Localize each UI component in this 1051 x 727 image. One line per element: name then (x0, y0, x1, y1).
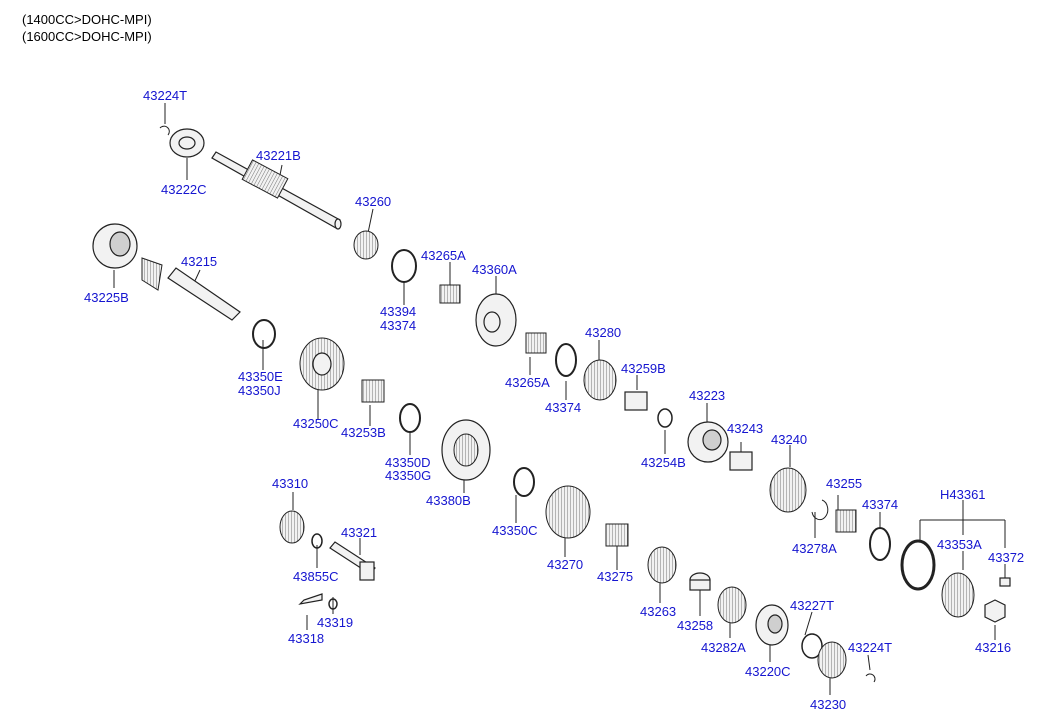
part-label-43282a[interactable]: 43282A (701, 640, 746, 655)
sleeve-43243 (729, 451, 753, 471)
part-label-43350d[interactable]: 43350D (385, 455, 431, 470)
sleeve-43258 (689, 572, 711, 591)
part-label-43374-3[interactable]: 43374 (862, 497, 899, 512)
gear-43250c (299, 337, 345, 391)
key-43372 (999, 577, 1011, 587)
needle-43265a-lower (525, 332, 547, 354)
washer-43319 (328, 598, 338, 610)
part-label-43353a[interactable]: 43353A (937, 537, 982, 552)
needle-43265a-upper (439, 284, 461, 304)
part-label-43350e[interactable]: 43350E (238, 369, 283, 384)
sync-43360a (475, 293, 517, 347)
ring-43374-a (555, 343, 577, 377)
sync-43380b (441, 419, 491, 481)
part-label-43260[interactable]: 43260 (355, 194, 392, 209)
shim-43227t (801, 633, 823, 659)
part-label-43243[interactable]: 43243 (727, 421, 764, 436)
gear-43282a (717, 586, 747, 624)
part-label-43250c[interactable]: 43250C (293, 416, 339, 431)
part-label-43263[interactable]: 43263 (640, 604, 677, 619)
bolt-43318 (298, 593, 323, 605)
part-label-43374-2[interactable]: 43374 (545, 400, 582, 415)
bearing-43220c (755, 604, 789, 646)
part-label-43318[interactable]: 43318 (288, 631, 325, 646)
part-label-43222c[interactable]: 43222C (161, 182, 207, 197)
part-label-43254b[interactable]: 43254B (641, 455, 686, 470)
part-label-43224t[interactable]: 43224T (143, 88, 188, 103)
part-label-43253b[interactable]: 43253B (341, 425, 386, 440)
gear-43310 (279, 510, 305, 544)
clip-43224t (159, 125, 170, 136)
part-label-43275[interactable]: 43275 (597, 569, 634, 584)
part-label-43223[interactable]: 43223 (689, 388, 726, 403)
clip-43224t-lower (865, 673, 876, 683)
part-label-43350g[interactable]: 43350G (385, 468, 432, 483)
circlip-43278a (811, 499, 829, 521)
part-label-43278a[interactable]: 43278A (792, 541, 837, 556)
gear-43260 (353, 230, 379, 260)
part-label-43215[interactable]: 43215 (181, 254, 218, 269)
gear-43230 (817, 641, 847, 679)
part-label-43225b[interactable]: 43225B (84, 290, 129, 305)
input-shaft (211, 151, 342, 230)
part-label-43350c[interactable]: 43350C (492, 523, 538, 538)
part-label-43259b[interactable]: 43259B (621, 361, 666, 376)
leader-lines (113, 103, 1006, 695)
bearing-43225b (92, 223, 138, 269)
ring-43374-b (869, 527, 891, 561)
part-label-43224t-2[interactable]: 43224T (848, 640, 893, 655)
part-label-43350j[interactable]: 43350J (238, 383, 281, 398)
part-label-43227t[interactable]: 43227T (790, 598, 835, 613)
part-label-43855c[interactable]: 43855C (293, 569, 339, 584)
part-label-43321[interactable]: 43321 (341, 525, 378, 540)
part-label-43380b[interactable]: 43380B (426, 493, 471, 508)
bearing-43223 (687, 421, 729, 463)
bearing-43222c (169, 128, 205, 158)
washer-43254b (657, 408, 673, 428)
part-label-43374[interactable]: 43374 (380, 318, 417, 333)
gear-43270 (545, 485, 591, 539)
part-label-43270[interactable]: 43270 (547, 557, 584, 572)
part-label-43394[interactable]: 43394 (380, 304, 417, 319)
shaft-43321 (329, 541, 376, 581)
part-label-43280[interactable]: 43280 (585, 325, 622, 340)
part-label-43319[interactable]: 43319 (317, 615, 354, 630)
gear-43263 (647, 546, 677, 584)
needle-43255 (835, 509, 857, 533)
part-label-43255[interactable]: 43255 (826, 476, 863, 491)
part-label-43230[interactable]: 43230 (810, 697, 847, 712)
part-label-43265a[interactable]: 43265A (421, 248, 466, 263)
sleeve-ring-h43361 (900, 539, 936, 591)
part-label-43221b[interactable]: 43221B (256, 148, 301, 163)
nut-43216 (984, 599, 1006, 623)
gear-43280 (583, 359, 617, 401)
ring-43350d (399, 403, 421, 433)
part-label-43216[interactable]: 43216 (975, 640, 1012, 655)
header-line-2: (1600CC>DOHC-MPI) (22, 29, 152, 44)
gear-43240 (769, 467, 807, 513)
part-label-43265a-2[interactable]: 43265A (505, 375, 550, 390)
part-label-43240[interactable]: 43240 (771, 432, 808, 447)
ring-43350c (513, 467, 535, 497)
header-line-1: (1400CC>DOHC-MPI) (22, 12, 152, 27)
part-label-43258[interactable]: 43258 (677, 618, 714, 633)
part-label-h43361[interactable]: H43361 (940, 487, 986, 502)
part-label-43360a[interactable]: 43360A (472, 262, 517, 277)
hub-43353a (941, 572, 975, 618)
output-shaft (141, 257, 241, 321)
needle-43253b (361, 379, 385, 403)
ring-43350e (252, 319, 276, 349)
ring-43394 (391, 249, 417, 283)
part-label-43220c[interactable]: 43220C (745, 664, 791, 679)
needle-43275 (605, 523, 629, 547)
part-label-43310[interactable]: 43310 (272, 476, 309, 491)
part-label-43372[interactable]: 43372 (988, 550, 1025, 565)
washer-43855c (311, 533, 323, 549)
sleeve-43259b (624, 391, 648, 411)
